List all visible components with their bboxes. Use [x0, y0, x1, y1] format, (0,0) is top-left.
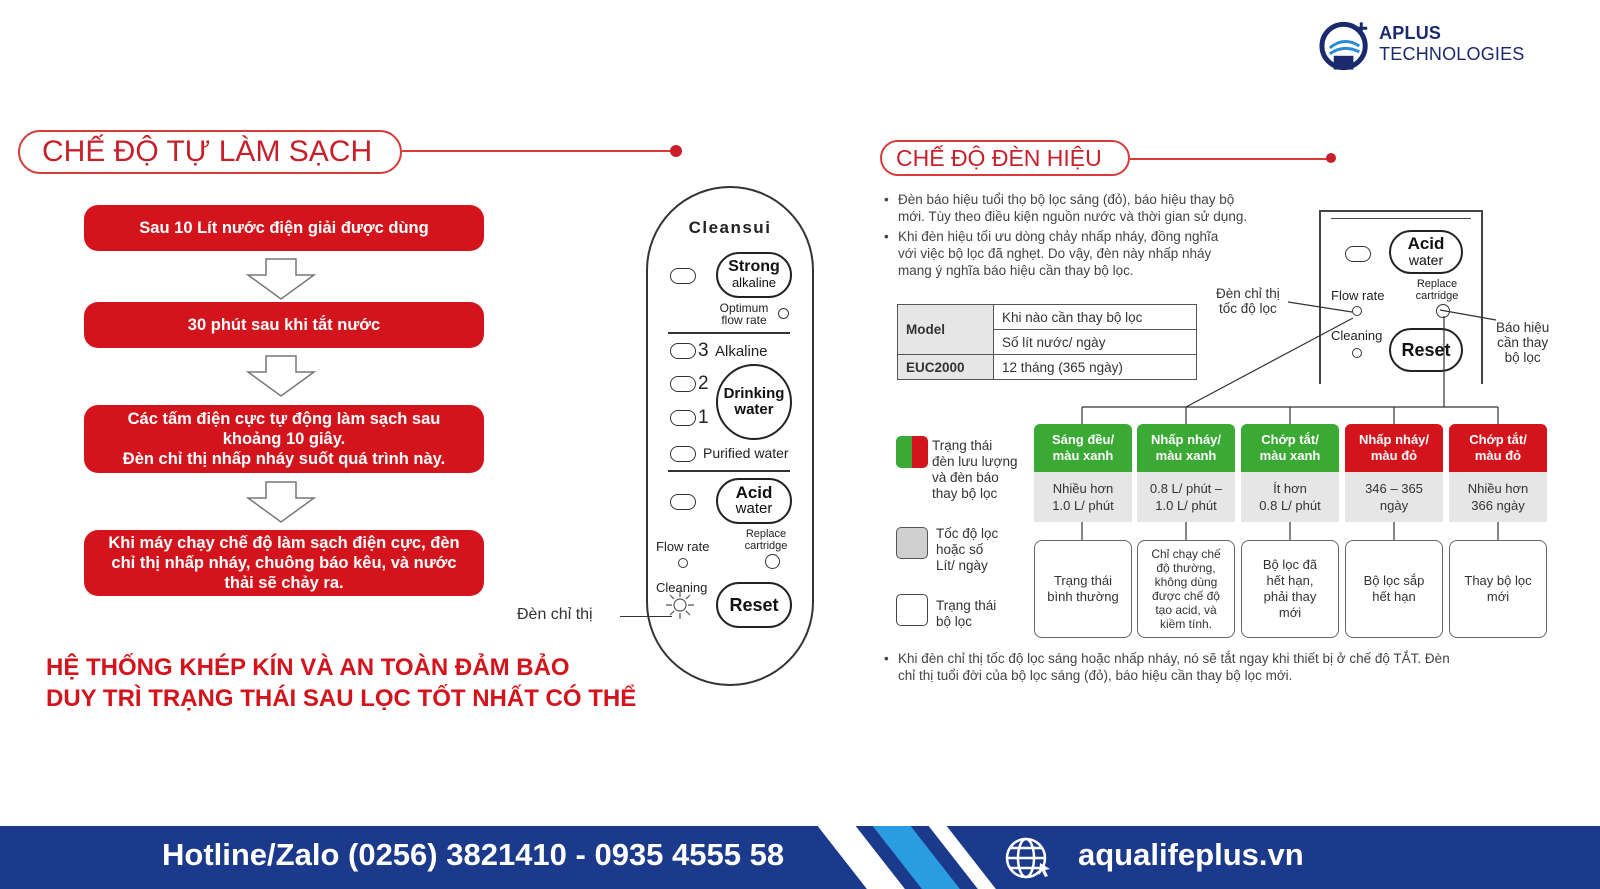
legend-flow-rate: Tốc độ lọc hoặc số Lít/ ngày: [936, 526, 999, 573]
flow-rate-lamp: [678, 558, 688, 568]
indicator-mode-title: CHẾ ĐỘ ĐÈN HIỆU: [880, 140, 1130, 176]
level-2-label: 2: [698, 373, 709, 394]
mini-replace-lamp: [1436, 304, 1450, 318]
panel-divider: [668, 470, 790, 472]
indicator-pointer-line: [620, 616, 672, 617]
mini-cleaning-lamp: [1352, 348, 1362, 358]
replace-cartridge-lamp: [765, 554, 780, 569]
filter-replacement-table: Model Khi nào cần thay bộ lọc Số lít nướ…: [897, 304, 1197, 380]
bullet-filter-life: •Đèn báo hiệu tuổi thọ bộ lọc sáng (đỏ),…: [884, 192, 1248, 224]
strong-alkaline-button[interactable]: Strong alkaline: [716, 252, 792, 298]
aplus-logo-icon: [1319, 21, 1368, 71]
legend-red-green-swatch: [896, 436, 928, 468]
flow-rate-label: Flow rate: [656, 539, 710, 554]
step-1: Sau 10 Lít nước điện giải được dùng: [84, 205, 484, 251]
status-light-label: Nhấp nháy/ màu đỏ: [1345, 424, 1443, 472]
step-2: 30 phút sau khi tắt nước: [84, 302, 484, 348]
footer-bar: Hotline/Zalo (0256) 3821410 - 0935 4555 …: [0, 826, 1600, 889]
flow-indicator-label: Đèn chỉ thị tốc độ lọc: [1216, 286, 1280, 316]
legend-filter-state: Trạng thái bộ lọc: [936, 598, 997, 629]
status-light-label: Chớp tắt/ màu đỏ: [1449, 424, 1547, 472]
self-clean-title-dot: [670, 145, 682, 157]
purified-water-lamp: [670, 446, 696, 462]
status-description: Chỉ chạy chế độ thường, không dùng được …: [1137, 540, 1235, 638]
cleaning-lamp-flash-icon: [666, 591, 694, 619]
self-clean-title: CHẾ ĐỘ TỰ LÀM SẠCH: [18, 130, 402, 174]
status-light-label: Chớp tắt/ màu xanh: [1241, 424, 1339, 472]
mini-cleaning-label: Cleaning: [1331, 328, 1383, 343]
slogan: HỆ THỐNG KHÉP KÍN VÀ AN TOÀN ĐẢM BẢO DUY…: [46, 654, 637, 712]
acid-water-lamp: [670, 494, 696, 510]
status-flow-value: 0.8 L/ phút – 1.0 L/ phút: [1137, 472, 1235, 522]
status-flow-value: 346 – 365 ngày: [1345, 472, 1443, 522]
mini-flow-rate-label: Flow rate: [1331, 288, 1385, 303]
table-header-liters: Số lít nước/ ngày: [993, 329, 1197, 355]
indicator-label: Đèn chỉ thị: [517, 606, 593, 623]
indicator-mode-title-dot: [1326, 153, 1336, 163]
website-link[interactable]: aqualifeplus.vn: [1078, 837, 1304, 872]
drinking-water-button[interactable]: Drinking water: [716, 364, 792, 440]
status-description: Thay bộ lọc mới: [1449, 540, 1547, 638]
self-clean-title-line: [402, 150, 676, 152]
replace-indicator-label: Báo hiệu cần thay bộ lọc: [1496, 320, 1550, 365]
alkaline-label: Alkaline: [715, 343, 768, 360]
acid-water-button[interactable]: Acid water: [716, 478, 792, 524]
status-flow-value: Ít hơn 0.8 L/ phút: [1241, 472, 1339, 522]
status-description: Trạng thái bình thường: [1034, 540, 1132, 638]
panel-brand: Cleansui: [688, 218, 772, 237]
cleaning-label: Cleaning: [656, 580, 708, 595]
table-cell-period: 12 tháng (365 ngày): [993, 354, 1197, 380]
legend-white-swatch: [896, 594, 928, 626]
down-arrow-icon: [245, 481, 317, 523]
alkaline-3-lamp: [670, 343, 696, 359]
indicator-mode-title-line: [1130, 158, 1330, 160]
brand-name: APLUS TECHNOLOGIES: [1379, 23, 1525, 64]
mini-acid-lamp: [1345, 246, 1371, 262]
footnote: •Khi đèn chỉ thị tốc độ lọc sáng hoặc nh…: [884, 651, 1450, 683]
status-description: Bộ lọc đã hết hạn, phải thay mới: [1241, 540, 1339, 638]
mini-flow-rate-lamp: [1352, 306, 1362, 316]
table-cell-model: EUC2000: [897, 354, 994, 380]
step-3: Các tấm điện cực tự động làm sạch sau kh…: [84, 405, 484, 473]
purified-water-label: Purified water: [703, 445, 789, 461]
down-arrow-icon: [245, 355, 317, 397]
status-light-label: Nhấp nháy/ màu xanh: [1137, 424, 1235, 472]
status-flow-value: Nhiều hơn 366 ngày: [1449, 472, 1547, 522]
legend-gray-swatch: [896, 527, 928, 559]
optimum-flow-lamp: [778, 308, 789, 319]
alkaline-2-lamp: [670, 376, 696, 392]
status-light-label: Sáng đều/ màu xanh: [1034, 424, 1132, 472]
mini-acid-water-button[interactable]: Acid water: [1389, 230, 1463, 274]
down-arrow-icon: [245, 258, 317, 300]
hotline-text[interactable]: Hotline/Zalo (0256) 3821410 - 0935 4555 …: [162, 837, 785, 872]
level-3-label: 3: [698, 340, 709, 361]
legend-status-light: Trạng thái đèn lưu lượng và đèn báo thay…: [932, 438, 1018, 501]
globe-icon: [1005, 837, 1050, 879]
brand-logo: APLUS TECHNOLOGIES: [1318, 16, 1588, 72]
bullet-flow-blink: •Khi đèn hiệu tối ưu dòng chảy nhấp nháy…: [884, 229, 1219, 278]
strong-alkaline-lamp: [670, 268, 696, 284]
mini-reset-button[interactable]: Reset: [1389, 328, 1463, 372]
status-description: Bộ lọc sắp hết hạn: [1345, 540, 1443, 638]
alkaline-1-lamp: [670, 410, 696, 426]
status-flow-value: Nhiều hơn 1.0 L/ phút: [1034, 472, 1132, 522]
panel-divider: [668, 332, 790, 334]
step-4: Khi máy chạy chế độ làm sạch điện cực, đ…: [84, 530, 484, 596]
level-1-label: 1: [698, 407, 709, 428]
reset-button[interactable]: Reset: [716, 582, 792, 628]
